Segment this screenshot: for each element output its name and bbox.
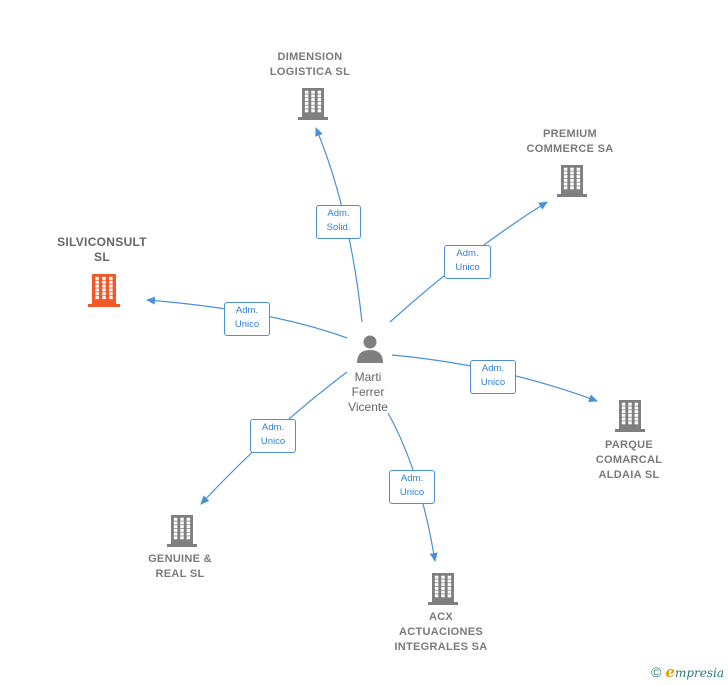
person-name[interactable]: Marti Ferrer Vicente [348,370,388,414]
copyright-icon: © [651,664,662,680]
company-name-premium[interactable]: PREMIUM COMMERCE SA [526,128,614,155]
company-name-silviconsult[interactable]: SILVICONSULT SL [57,235,147,264]
building-icon-dimension [298,88,328,120]
building-icon-genuine [167,515,197,547]
building-icon[interactable] [167,513,197,552]
brand-footer: © empresia [651,663,724,681]
building-icon[interactable] [298,86,328,125]
building-icon-acx [428,573,458,605]
company-name-acx[interactable]: ACX ACTUACIONES INTEGRALES SA [394,611,488,653]
building-icon[interactable] [615,398,645,437]
building-icon-premium [557,165,587,197]
person-icon [357,335,383,363]
role-badge-parque: Adm. Unico [470,360,516,394]
building-icon-silviconsult [88,274,120,307]
role-badge-acx: Adm. Unico [389,470,435,504]
building-icon[interactable] [428,571,458,610]
company-name-genuine[interactable]: GENUINE & REAL SL [148,553,212,580]
role-badge-genuine: Adm. Unico [250,419,296,453]
building-icon[interactable] [557,163,587,202]
role-badge-dimension: Adm. Solid. [316,205,361,239]
building-icon[interactable] [88,272,120,312]
person-node[interactable] [355,334,385,369]
building-icon-parque [615,400,645,432]
company-name-parque[interactable]: PARQUE COMARCAL ALDAIA SL [595,439,663,481]
company-name-dimension[interactable]: DIMENSION LOGISTICA SL [269,51,351,78]
role-badge-silviconsult: Adm. Unico [224,302,270,336]
role-badge-premium: Adm. Unico [444,245,491,279]
brand-logo: empresia [665,663,724,681]
